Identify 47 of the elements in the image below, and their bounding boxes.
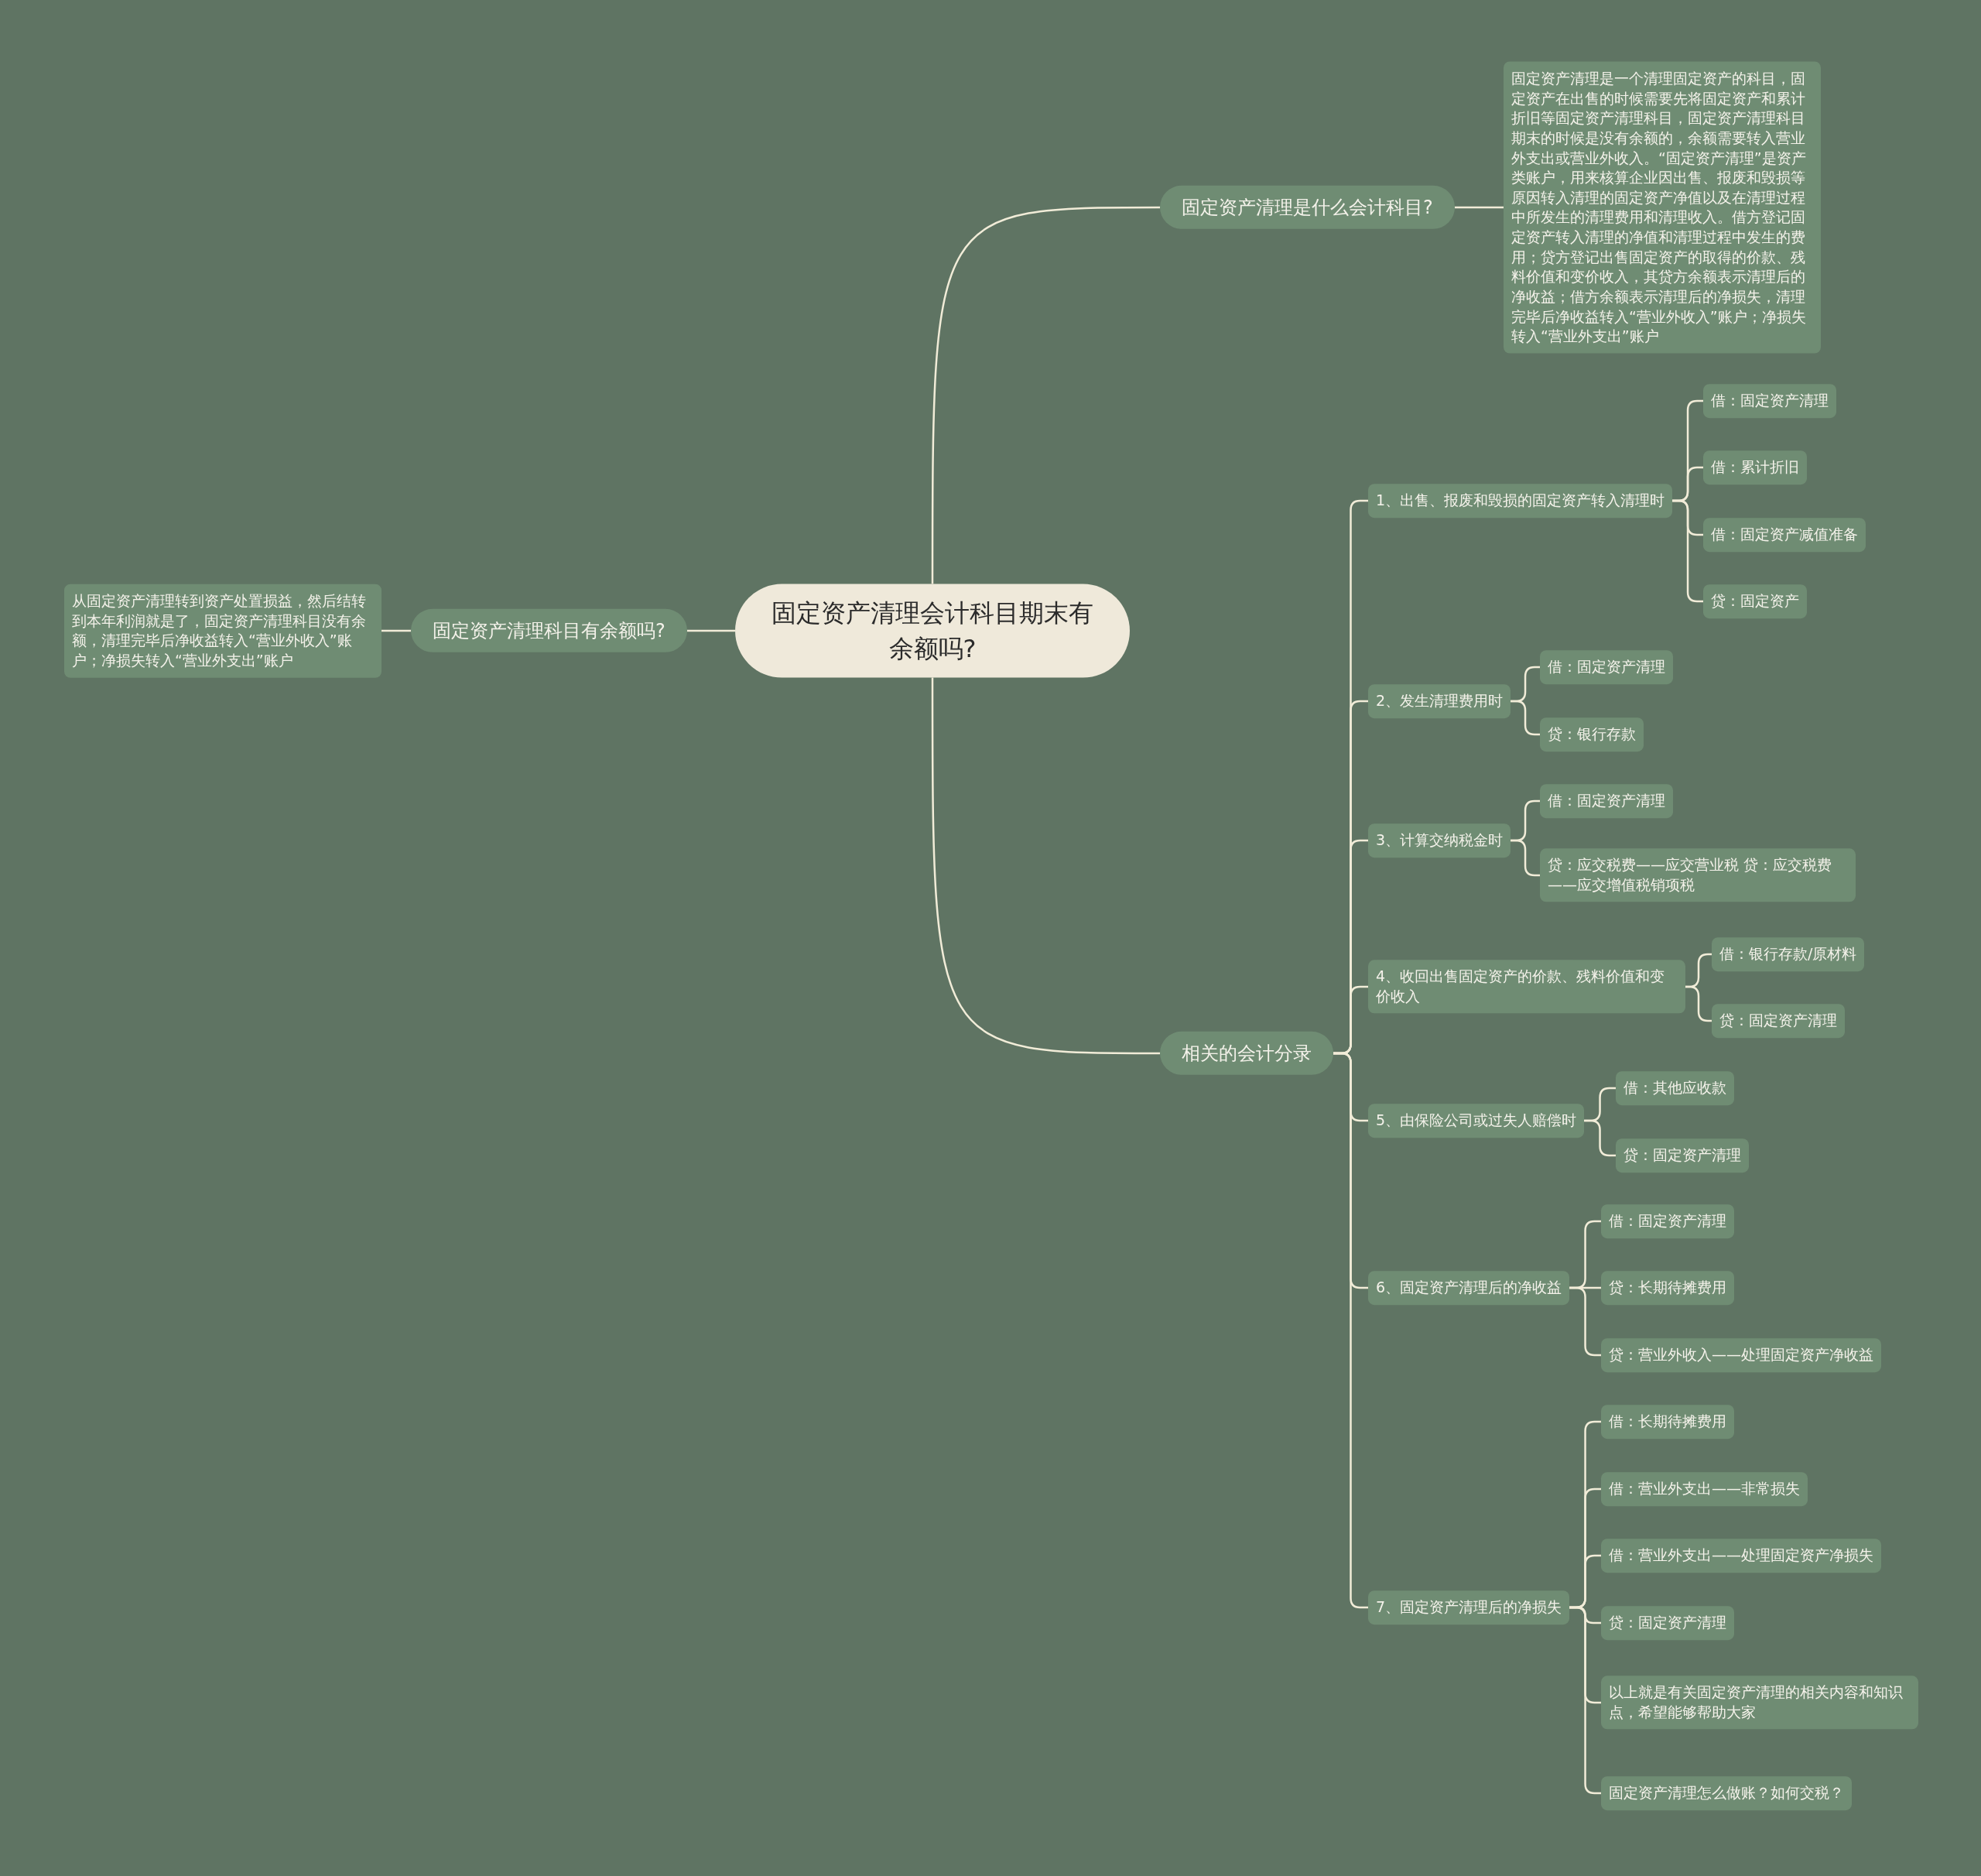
entry-box: 贷：长期待摊费用 (1601, 1271, 1734, 1305)
entry-box: 贷：固定资产清理 (1712, 1004, 1845, 1038)
topic-box: 固定资产清理科目有余额吗? (411, 608, 687, 653)
topic-box: 相关的会计分录 (1160, 1031, 1333, 1076)
entry-box: 借：其他应收款 (1616, 1071, 1734, 1105)
entry-box: 借：固定资产清理 (1540, 784, 1673, 818)
entry-box: 固定资产清理怎么做账？如何交税？ (1601, 1776, 1852, 1810)
entry-box: 贷：固定资产 (1703, 584, 1807, 618)
entry-box: 借：固定资产清理 (1703, 384, 1836, 418)
entry-box: 贷：营业外收入——处理固定资产净收益 (1601, 1338, 1881, 1372)
connector-line (1569, 1286, 1601, 1357)
note-box: 4、收回出售固定资产的价款、残料价值和变价收入 (1368, 960, 1685, 1014)
note-box: 固定资产清理是一个清理固定资产的科目，固定资产在出售的时候需要先将固定资产和累计折旧等固定资产清理科目，固定资产清理科目期末的时候是没有余额的，余额需要转入营业外支出或营业外收入。“固定资产清理”是资产类账户，用来核算企业因出售、报废和毁损等原因转入清理的固定资产净值以及在清理过程中所发生的清理费用和清理收入。借方登记固定资产转入清理的净值和清理过程中发生的费用；贷方登记出售固定资产的取得的价款、残料价值和变价收入，其贷方余额表示清理后的净收益；借方余额表示清理后的净损失，清理完毕后净收益转入“营业外收入”账户；净损失转入“营业外支出”账户 (1504, 61, 1821, 354)
entry-box: 借：固定资产清理 (1601, 1204, 1734, 1238)
entry-box: 贷：固定资产清理 (1616, 1138, 1749, 1172)
topic-box: 固定资产清理是什么会计科目? (1160, 185, 1455, 230)
connector-line (931, 206, 1160, 584)
entry-box: 借：累计折旧 (1703, 450, 1807, 484)
connector-line (686, 629, 735, 632)
entry-box: 贷：固定资产清理 (1601, 1606, 1734, 1640)
connector-line (931, 677, 1160, 1055)
note-box: 以上就是有关固定资产清理的相关内容和知识点，希望能够帮助大家 (1601, 1676, 1918, 1730)
entry-box: 借：长期待摊费用 (1601, 1405, 1734, 1439)
entry-box: 借：营业外支出——处理固定资产净损失 (1601, 1539, 1881, 1573)
entry-box: 借：银行存款/原材料 (1712, 937, 1865, 971)
entry-box: 借：营业外支出——非常损失 (1601, 1472, 1808, 1506)
entry-box: 7、固定资产清理后的净损失 (1368, 1590, 1570, 1624)
central-topic: 固定资产清理会计科目期末有余额吗? (735, 584, 1130, 678)
entry-box: 借：固定资产减值准备 (1703, 518, 1866, 552)
note-box: 从固定资产清理转到资产处置损益，然后结转到本年利润就是了，固定资产清理科目没有余额，清理完毕后净收益转入“营业外收入”账户；净损失转入“营业外支出”账户 (64, 584, 381, 678)
connector-line (1569, 1606, 1601, 1795)
connector-line (1454, 206, 1504, 209)
connector-line (1511, 700, 1540, 736)
entry-box: 1、出售、报废和毁损的固定资产转入清理时 (1368, 484, 1673, 518)
connector-line (1511, 839, 1540, 877)
connector-line (1685, 985, 1712, 1022)
entry-box: 3、计算交纳税金时 (1368, 823, 1511, 858)
entry-box: 5、由保险公司或过失人赔偿时 (1368, 1104, 1585, 1138)
connector-line (1584, 1119, 1616, 1157)
note-box: 贷：应交税费——应交营业税 贷：应交税费——应交增值税销项税 (1540, 848, 1856, 902)
connector-line (1672, 499, 1703, 603)
entry-box: 2、发生清理费用时 (1368, 684, 1511, 718)
connector-line (1333, 1052, 1368, 1609)
entry-box: 6、固定资产清理后的净收益 (1368, 1271, 1570, 1305)
connector-line (381, 629, 411, 632)
entry-box: 借：固定资产清理 (1540, 650, 1673, 684)
entry-box: 贷：银行存款 (1540, 717, 1644, 751)
